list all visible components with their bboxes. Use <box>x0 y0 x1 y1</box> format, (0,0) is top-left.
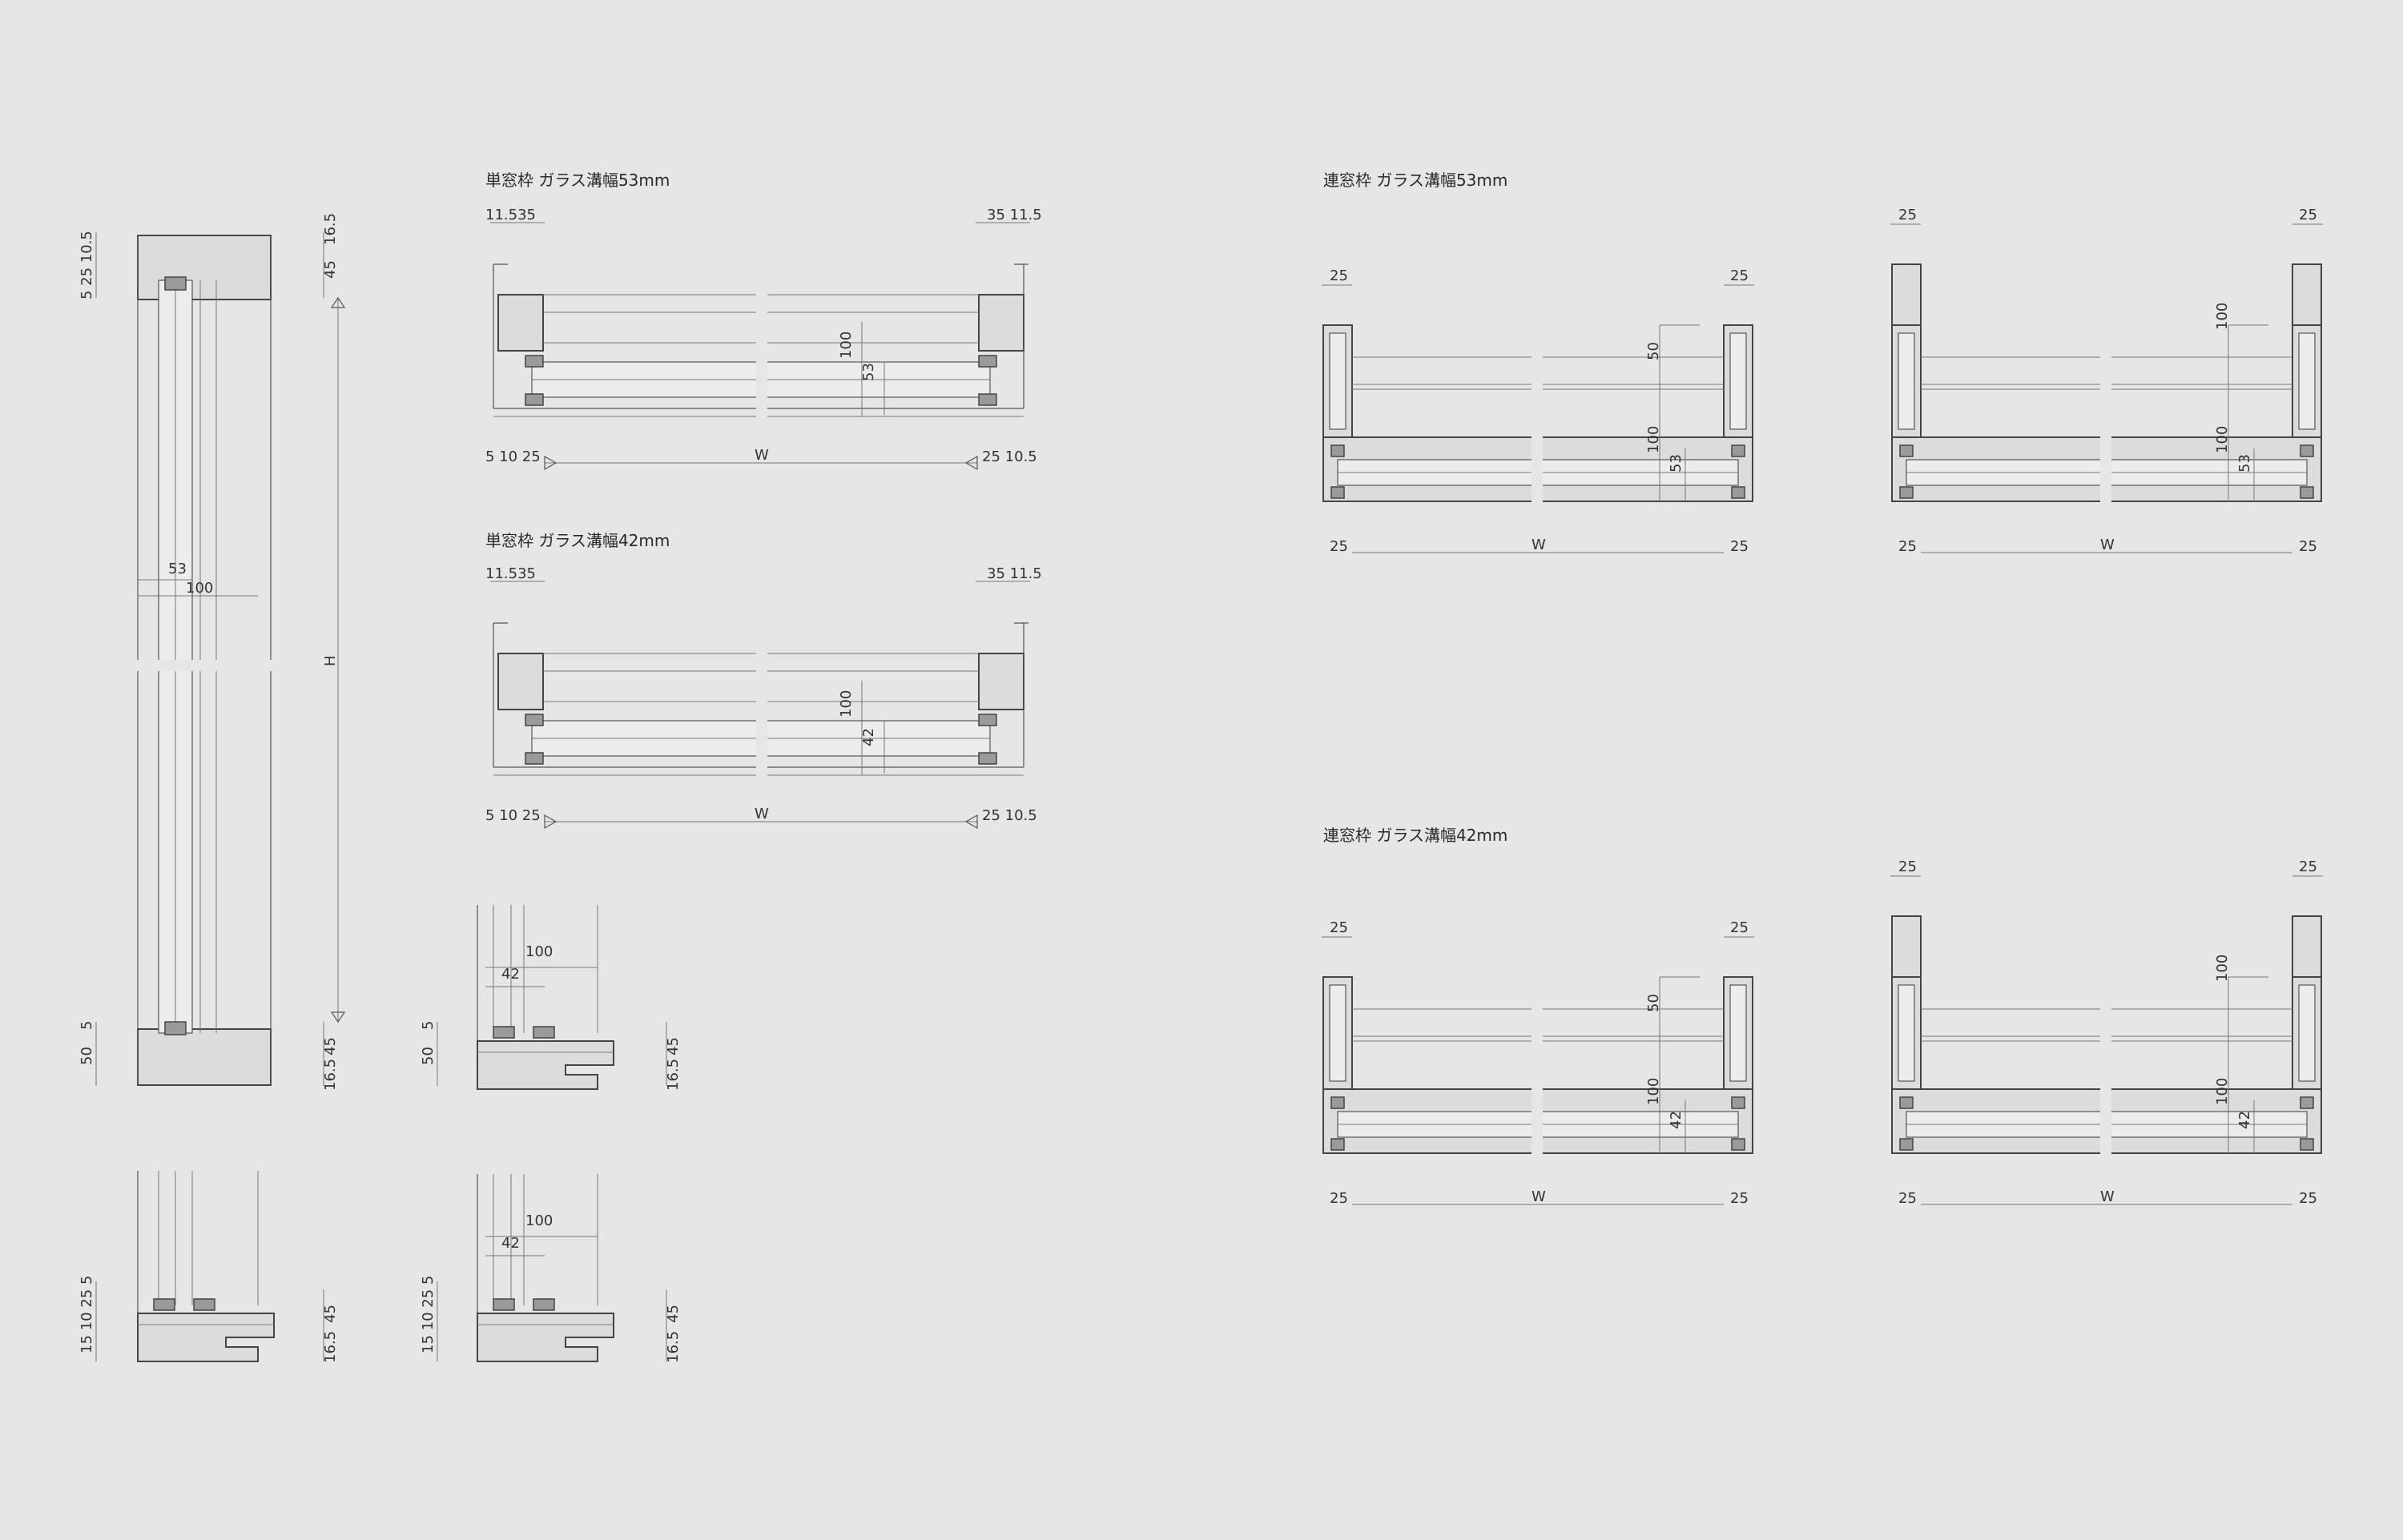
dim-m53b-53: 53 <box>2236 454 2253 472</box>
title-single-53: 単窓枠 ガラス溝幅53mm <box>485 171 670 190</box>
dim-mid-bottom-16-5: 16.5 <box>665 1331 682 1363</box>
vertical-section-mid <box>437 905 667 1090</box>
dim-s53-top-left: 11.535 <box>485 207 536 223</box>
multi-42-drawing-b <box>1890 875 2323 1205</box>
vertical-section-mid-bottom <box>437 1174 667 1362</box>
dim-m42a-25-br: 25 <box>1730 1190 1749 1207</box>
dim-m42a-100: 100 <box>1645 1078 1662 1105</box>
dim-m42b-25-tl: 25 <box>1898 858 1917 875</box>
dim-s53-100: 100 <box>838 332 855 359</box>
dim-s42-top-left: 11.535 <box>485 565 536 582</box>
dim-left-16-5: 16.5 <box>322 1059 339 1091</box>
dim-left-100: 100 <box>186 580 213 597</box>
vertical-section-left-bottom <box>95 1171 324 1362</box>
dim-mid-16-5: 16.5 <box>665 1059 682 1091</box>
dim-s42-bottom-right: 25 10.5 <box>982 807 1037 824</box>
dim-m53a-25-br: 25 <box>1730 538 1749 555</box>
dim-m42b-w: W <box>2100 1188 2115 1205</box>
dim-s42-100: 100 <box>838 690 855 718</box>
dim-m53b-w: W <box>2100 537 2115 553</box>
dim-m42a-w: W <box>1532 1188 1546 1205</box>
dim-m42b-100-top: 100 <box>2214 955 2231 982</box>
dim-m42b-100: 100 <box>2214 1078 2231 1105</box>
dim-m42a-42: 42 <box>1668 1111 1685 1129</box>
dim-m42b-42: 42 <box>2236 1111 2253 1129</box>
dim-s42-top-right: 35 11.5 <box>987 565 1042 582</box>
vertical-section-left <box>95 232 346 1086</box>
dim-m53a-53: 53 <box>1668 454 1685 472</box>
dim-m53a-50: 50 <box>1645 342 1662 360</box>
dim-m42b-25-br: 25 <box>2299 1190 2317 1207</box>
dim-left-53: 53 <box>168 561 187 577</box>
dim-left-top-stack: 5 25 10.5 <box>78 231 95 300</box>
dim-m53b-25-tl: 25 <box>1898 207 1917 223</box>
dim-mid-5: 5 <box>420 1021 437 1030</box>
dim-m42a-25-bl: 25 <box>1330 1190 1348 1207</box>
dim-m42a-25-tr: 25 <box>1730 919 1749 936</box>
dim-left-50: 50 <box>78 1047 95 1065</box>
dim-mid-50: 50 <box>420 1047 437 1065</box>
dim-m53b-25-bl: 25 <box>1898 538 1917 555</box>
dim-mid-bottom-100: 100 <box>525 1212 553 1229</box>
dim-m53a-25-bl: 25 <box>1330 538 1348 555</box>
dim-mid-bottom-stack: 15 10 25 5 <box>420 1276 437 1353</box>
dim-s53-top-right: 35 11.5 <box>987 207 1042 223</box>
single-42-drawing <box>490 581 1030 830</box>
dim-left-bottom-45: 45 <box>322 1305 339 1323</box>
dim-s42-42: 42 <box>860 728 877 746</box>
dim-m42b-25-tr: 25 <box>2299 858 2317 875</box>
dim-m53b-25-tr: 25 <box>2299 207 2317 223</box>
dim-m42a-50: 50 <box>1645 994 1662 1012</box>
dim-m53b-100: 100 <box>2214 426 2231 453</box>
dim-left-bottom-stack: 15 10 25 5 <box>78 1276 95 1353</box>
title-single-42: 単窓枠 ガラス溝幅42mm <box>485 531 670 550</box>
dim-mid-100: 100 <box>525 943 553 960</box>
dim-mid-bottom-45: 45 <box>665 1305 682 1323</box>
multi-53-drawing-a <box>1322 284 1754 553</box>
dim-s53-53: 53 <box>860 363 877 381</box>
dim-s42-w: W <box>755 806 769 822</box>
dim-m53a-25-tl: 25 <box>1330 267 1348 284</box>
dim-left-45: 45 <box>322 1037 339 1055</box>
dim-left-5: 5 <box>78 1021 95 1030</box>
multi-53-drawing-b <box>1890 223 2323 553</box>
dim-mid-bottom-42: 42 <box>501 1235 520 1252</box>
dim-left-top-16-5: 16.5 <box>322 213 339 245</box>
dim-mid-42: 42 <box>501 966 520 983</box>
dim-s53-w: W <box>755 447 769 464</box>
dim-h: H <box>322 655 339 666</box>
dim-s53-bottom-left: 5 10 25 <box>485 448 541 465</box>
dim-m53a-w: W <box>1532 537 1546 553</box>
dim-s53-bottom-right: 25 10.5 <box>982 448 1037 465</box>
single-53-drawing <box>490 222 1030 471</box>
multi-42-drawing-a <box>1322 936 1754 1205</box>
dim-m53a-100: 100 <box>1645 426 1662 453</box>
dim-m53b-100-top: 100 <box>2214 303 2231 330</box>
title-multi-42: 連窓枠 ガラス溝幅42mm <box>1323 826 1507 845</box>
dim-m53b-25-br: 25 <box>2299 538 2317 555</box>
dim-left-top-45: 45 <box>322 260 339 279</box>
dim-mid-45: 45 <box>665 1037 682 1055</box>
dim-m42a-25-tl: 25 <box>1330 919 1348 936</box>
dim-m42b-25-bl: 25 <box>1898 1190 1917 1207</box>
dim-s42-bottom-left: 5 10 25 <box>485 807 541 824</box>
dim-m53a-25-tr: 25 <box>1730 267 1749 284</box>
dim-left-bottom-16-5: 16.5 <box>322 1331 339 1363</box>
title-multi-53: 連窓枠 ガラス溝幅53mm <box>1323 171 1507 190</box>
